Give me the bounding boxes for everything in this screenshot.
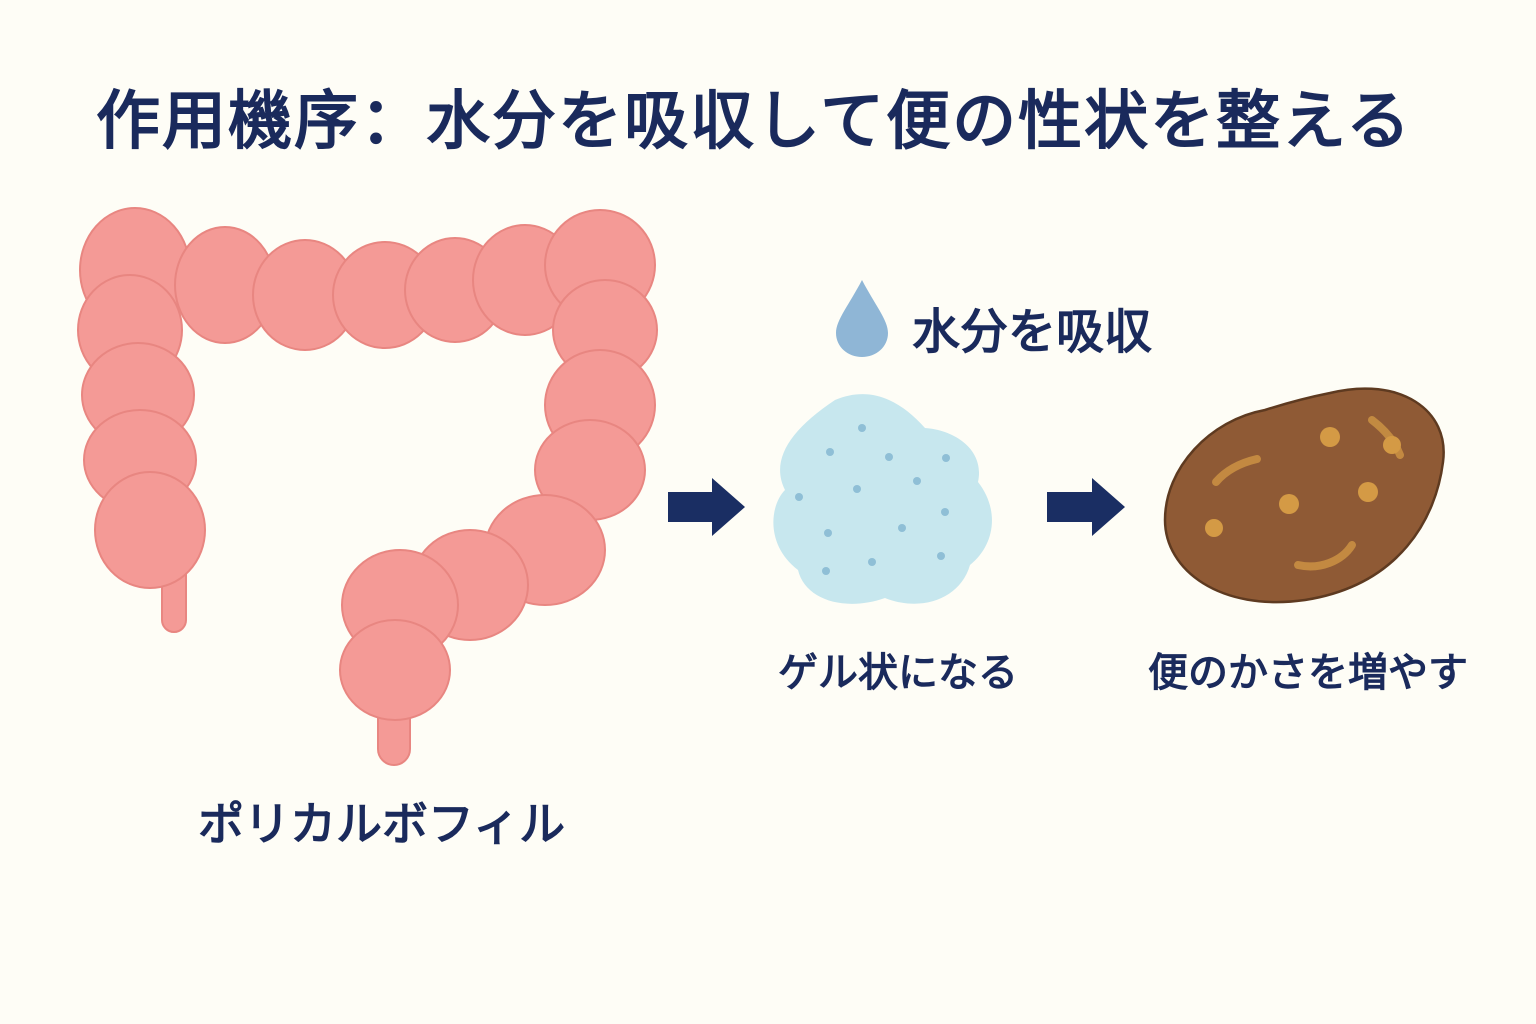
- intestine-icon: [77, 207, 658, 766]
- gel-label: ゲル状になる: [778, 650, 1018, 696]
- stool-bulk-label: 便のかさを増やす: [1148, 650, 1468, 696]
- arrow-right-icon: [1047, 478, 1125, 536]
- stool-icon: [1163, 387, 1445, 604]
- drug-label: ポリカルボフィル: [198, 797, 566, 851]
- arrow-right-icon: [668, 478, 745, 536]
- water-absorb-label: 水分を吸収: [912, 304, 1153, 360]
- page-title: 作用機序：水分を吸収して便の性状を整える: [96, 85, 1413, 159]
- water-drop-icon: [836, 280, 888, 357]
- gel-icon: [773, 394, 992, 604]
